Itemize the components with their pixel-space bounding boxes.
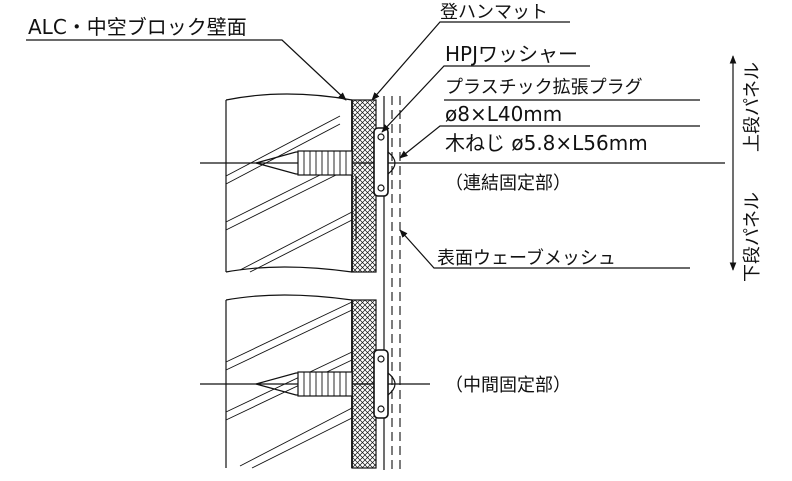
label-mat: 登ハンマット [440,2,548,23]
leader-lines [26,21,725,269]
label-plug: プラスチック拡張プラグ [445,77,643,98]
label-middle-fixing: （中間固定部） [445,375,571,396]
mat-layer [351,99,377,469]
middle-fixing [200,349,430,419]
label-alc-wall: ALC・中空ブロック壁面 [28,15,247,39]
label-screw: 木ねじ ø5.8×L56mm [445,131,648,155]
label-lower-panel: 下段パネル [742,192,763,282]
label-plug-size: ø8×L40mm [445,102,562,126]
joint-fixing [200,127,430,240]
alc-wall [225,93,353,469]
label-joint-fixing: （連結固定部） [445,173,571,194]
label-mesh: 表面ウェーブメッシュ [437,247,616,269]
label-upper-panel: 上段パネル [742,62,763,152]
label-washer: HPJワッシャー [445,42,578,66]
